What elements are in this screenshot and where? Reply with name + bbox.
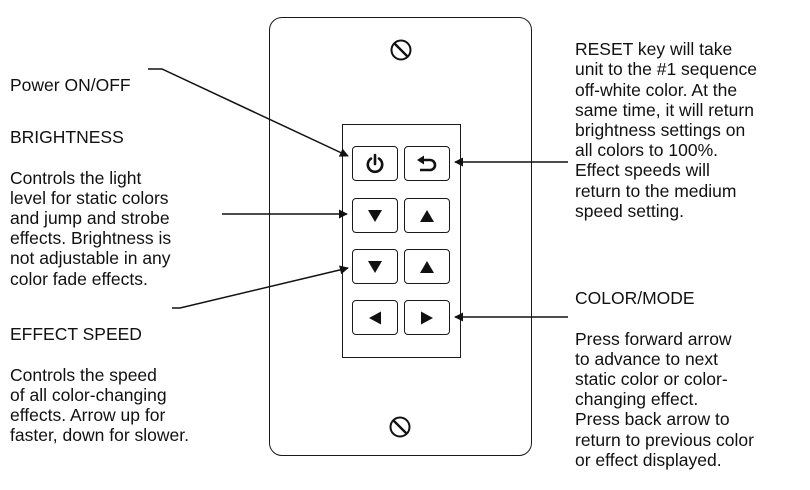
effect-speed-callout: EFFECT SPEED Controls the speed of all c… xyxy=(10,304,189,466)
color-mode-title: COLOR/MODE xyxy=(575,288,695,309)
power-button[interactable] xyxy=(352,146,398,181)
triangle-up-icon xyxy=(420,260,434,273)
triangle-right-icon xyxy=(421,311,433,324)
brightness-up-button[interactable] xyxy=(404,198,450,233)
speed-up-button[interactable] xyxy=(404,249,450,284)
reset-description: RESET key will take unit to the #1 seque… xyxy=(575,39,757,221)
speed-down-button[interactable] xyxy=(352,249,398,284)
color-forward-button[interactable] xyxy=(404,300,450,335)
effect-speed-description: Controls the speed of all color-changing… xyxy=(10,364,189,446)
triangle-up-icon xyxy=(420,209,434,222)
screw-slot-icon xyxy=(389,416,411,438)
screw-slot-icon xyxy=(390,39,412,61)
brightness-description: Controls the light level for static colo… xyxy=(10,167,172,289)
effect-speed-title: EFFECT SPEED xyxy=(10,324,142,345)
triangle-down-icon xyxy=(368,260,382,273)
power-label-title: Power ON/OFF xyxy=(10,75,131,96)
brightness-title: BRIGHTNESS xyxy=(10,127,124,148)
color-mode-callout: COLOR/MODE Press forward arrow to advanc… xyxy=(575,268,754,490)
reset-arrow-icon xyxy=(417,155,437,171)
color-back-button[interactable] xyxy=(352,300,398,335)
reset-callout: RESET key will take unit to the #1 seque… xyxy=(575,19,757,241)
power-label: Power ON/OFF xyxy=(10,55,131,95)
triangle-down-icon xyxy=(368,209,382,222)
triangle-left-icon xyxy=(369,311,381,324)
reset-button[interactable] xyxy=(404,146,450,181)
color-mode-description: Press forward arrow to advance to next s… xyxy=(575,328,754,470)
brightness-callout: BRIGHTNESS Controls the light level for … xyxy=(10,107,171,309)
brightness-down-button[interactable] xyxy=(352,198,398,233)
power-icon xyxy=(366,153,384,173)
